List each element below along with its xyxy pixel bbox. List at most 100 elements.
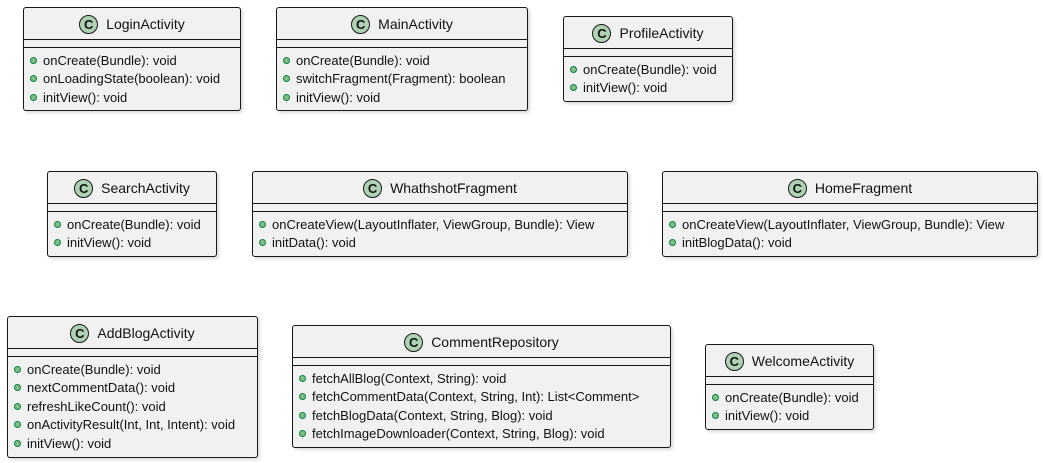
- method-row: onCreateView(LayoutInflater, ViewGroup, …: [259, 215, 627, 234]
- class-stereotype-icon: C: [787, 178, 807, 198]
- method-signature: refreshLikeCount(): void: [27, 398, 166, 414]
- class-stereotype-icon: C: [592, 23, 612, 43]
- method-row: switchFragment(Fragment): boolean: [283, 70, 527, 89]
- method-signature: onLoadingState(boolean): void: [43, 71, 221, 87]
- public-visibility-icon: [14, 365, 21, 373]
- method-signature: initView(): void: [583, 80, 668, 96]
- method-row: onCreate(Bundle): void: [14, 360, 257, 379]
- public-visibility-icon: [283, 75, 290, 83]
- method-row: fetchBlogData(Context, String, Blog): vo…: [299, 406, 670, 425]
- class-methods-section: onCreate(Bundle): void initView(): void: [48, 212, 216, 254]
- method-signature: onCreate(Bundle): void: [43, 52, 177, 68]
- class-name: SearchActivity: [101, 180, 190, 196]
- method-signature: fetchCommentData(Context, String, Int): …: [312, 389, 640, 405]
- class-box: C HomeFragment onCreateView(LayoutInflater…: [662, 171, 1038, 257]
- class-header: C ProfileActivity: [564, 17, 732, 49]
- public-visibility-icon: [570, 65, 577, 73]
- method-row: initView(): void: [30, 88, 240, 107]
- class-name: ProfileActivity: [619, 25, 704, 41]
- method-signature: onActivityResult(Int, Int, Intent): void: [27, 417, 236, 433]
- method-row: fetchAllBlog(Context, String): void: [299, 369, 670, 388]
- method-signature: onCreateView(LayoutInflater, ViewGroup, …: [272, 216, 595, 232]
- class-header: C WhathshotFragment: [253, 172, 627, 204]
- method-signature: onCreate(Bundle): void: [67, 216, 201, 232]
- class-fields-section: [706, 377, 873, 385]
- public-visibility-icon: [299, 411, 306, 419]
- public-visibility-icon: [259, 239, 266, 247]
- method-signature: onCreateView(LayoutInflater, ViewGroup, …: [682, 216, 1005, 232]
- method-row: onCreate(Bundle): void: [712, 388, 873, 407]
- public-visibility-icon: [283, 93, 290, 101]
- method-row: onCreate(Bundle): void: [570, 60, 732, 79]
- method-row: fetchCommentData(Context, String, Int): …: [299, 388, 670, 407]
- class-fields-section: [663, 204, 1037, 212]
- class-fields-section: [293, 358, 670, 366]
- method-signature: initBlogData(): void: [682, 235, 792, 251]
- class-stereotype-icon: C: [351, 14, 371, 34]
- class-name: WelcomeActivity: [751, 353, 855, 369]
- method-row: nextCommentData(): void: [14, 379, 257, 398]
- method-signature: initData(): void: [272, 235, 356, 251]
- method-signature: initView(): void: [43, 89, 128, 105]
- public-visibility-icon: [669, 220, 676, 228]
- public-visibility-icon: [299, 393, 306, 401]
- class-fields-section: [24, 40, 240, 48]
- class-name: HomeFragment: [814, 180, 913, 196]
- class-methods-section: onCreate(Bundle): void nextCommentData():…: [8, 357, 257, 455]
- method-row: onCreate(Bundle): void: [283, 51, 527, 70]
- public-visibility-icon: [299, 430, 306, 438]
- public-visibility-icon: [14, 421, 21, 429]
- class-methods-section: onCreate(Bundle): void onLoadingState(boo…: [24, 48, 240, 109]
- public-visibility-icon: [30, 75, 37, 83]
- class-box: C LoginActivity onCreate(Bundle): void onLo…: [23, 7, 241, 111]
- public-visibility-icon: [54, 239, 61, 247]
- class-fields-section: [277, 40, 527, 48]
- class-fields-section: [564, 49, 732, 57]
- public-visibility-icon: [54, 220, 61, 228]
- method-row: onCreate(Bundle): void: [54, 215, 216, 234]
- method-row: fetchImageDownloader(Context, String, Bl…: [299, 425, 670, 444]
- class-box: C WhathshotFragment onCreateView(LayoutInf…: [252, 171, 628, 257]
- public-visibility-icon: [30, 56, 37, 64]
- method-row: initBlogData(): void: [669, 234, 1037, 253]
- method-row: onCreate(Bundle): void: [30, 51, 240, 70]
- class-fields-section: [8, 349, 257, 357]
- method-signature: initView(): void: [27, 435, 112, 451]
- class-name: LoginActivity: [106, 16, 185, 32]
- method-row: initView(): void: [570, 79, 732, 98]
- public-visibility-icon: [570, 84, 577, 92]
- class-stereotype-icon: C: [70, 323, 90, 343]
- class-stereotype-icon: C: [79, 14, 99, 34]
- method-row: initData(): void: [259, 234, 627, 253]
- method-row: onCreateView(LayoutInflater, ViewGroup, …: [669, 215, 1037, 234]
- class-methods-section: onCreateView(LayoutInflater, ViewGroup, …: [663, 212, 1037, 254]
- class-stereotype-icon: C: [363, 178, 383, 198]
- public-visibility-icon: [712, 393, 719, 401]
- method-row: initView(): void: [283, 88, 527, 107]
- public-visibility-icon: [30, 93, 37, 101]
- method-row: initView(): void: [54, 234, 216, 253]
- class-name: WhathshotFragment: [390, 180, 517, 196]
- method-signature: fetchImageDownloader(Context, String, Bl…: [312, 426, 605, 442]
- public-visibility-icon: [283, 56, 290, 64]
- class-name: MainActivity: [378, 16, 453, 32]
- method-signature: initView(): void: [67, 235, 152, 251]
- class-header: C HomeFragment: [663, 172, 1037, 204]
- method-row: initView(): void: [14, 434, 257, 453]
- method-row: refreshLikeCount(): void: [14, 397, 257, 416]
- class-stereotype-icon: C: [74, 178, 94, 198]
- method-signature: initView(): void: [296, 89, 381, 105]
- method-signature: onCreate(Bundle): void: [27, 361, 161, 377]
- public-visibility-icon: [14, 402, 21, 410]
- class-stereotype-icon: C: [724, 351, 744, 371]
- method-signature: fetchBlogData(Context, String, Blog): vo…: [312, 407, 553, 423]
- public-visibility-icon: [14, 384, 21, 392]
- class-header: C WelcomeActivity: [706, 345, 873, 377]
- public-visibility-icon: [14, 439, 21, 447]
